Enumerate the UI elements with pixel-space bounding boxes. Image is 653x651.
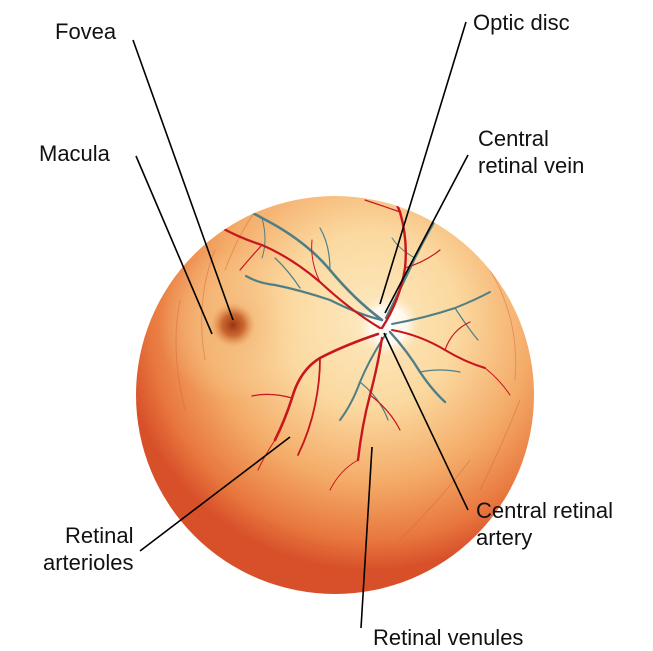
label-central-retinal-artery: Central retinal artery [476, 497, 613, 551]
label-central-retinal-vein-line1: Central [478, 125, 584, 152]
fundus [136, 196, 534, 594]
optic-disc [356, 295, 420, 355]
fovea-spot [211, 303, 255, 347]
label-central-retinal-vein-line2: retinal vein [478, 152, 584, 179]
label-macula: Macula [39, 140, 110, 167]
label-retinal-arterioles-line1: Retinal [43, 522, 133, 549]
label-retinal-arterioles-line2: arterioles [43, 549, 133, 576]
label-retinal-venules: Retinal venules [373, 624, 523, 651]
label-central-retinal-vein: Central retinal vein [478, 125, 584, 179]
label-central-retinal-artery-line1: Central retinal [476, 497, 613, 524]
label-central-retinal-artery-line2: artery [476, 524, 613, 551]
label-retinal-arterioles: Retinal arterioles [43, 522, 133, 576]
label-optic-disc: Optic disc [473, 9, 570, 36]
label-fovea: Fovea [55, 18, 116, 45]
fundus-rim-shade [136, 196, 534, 594]
